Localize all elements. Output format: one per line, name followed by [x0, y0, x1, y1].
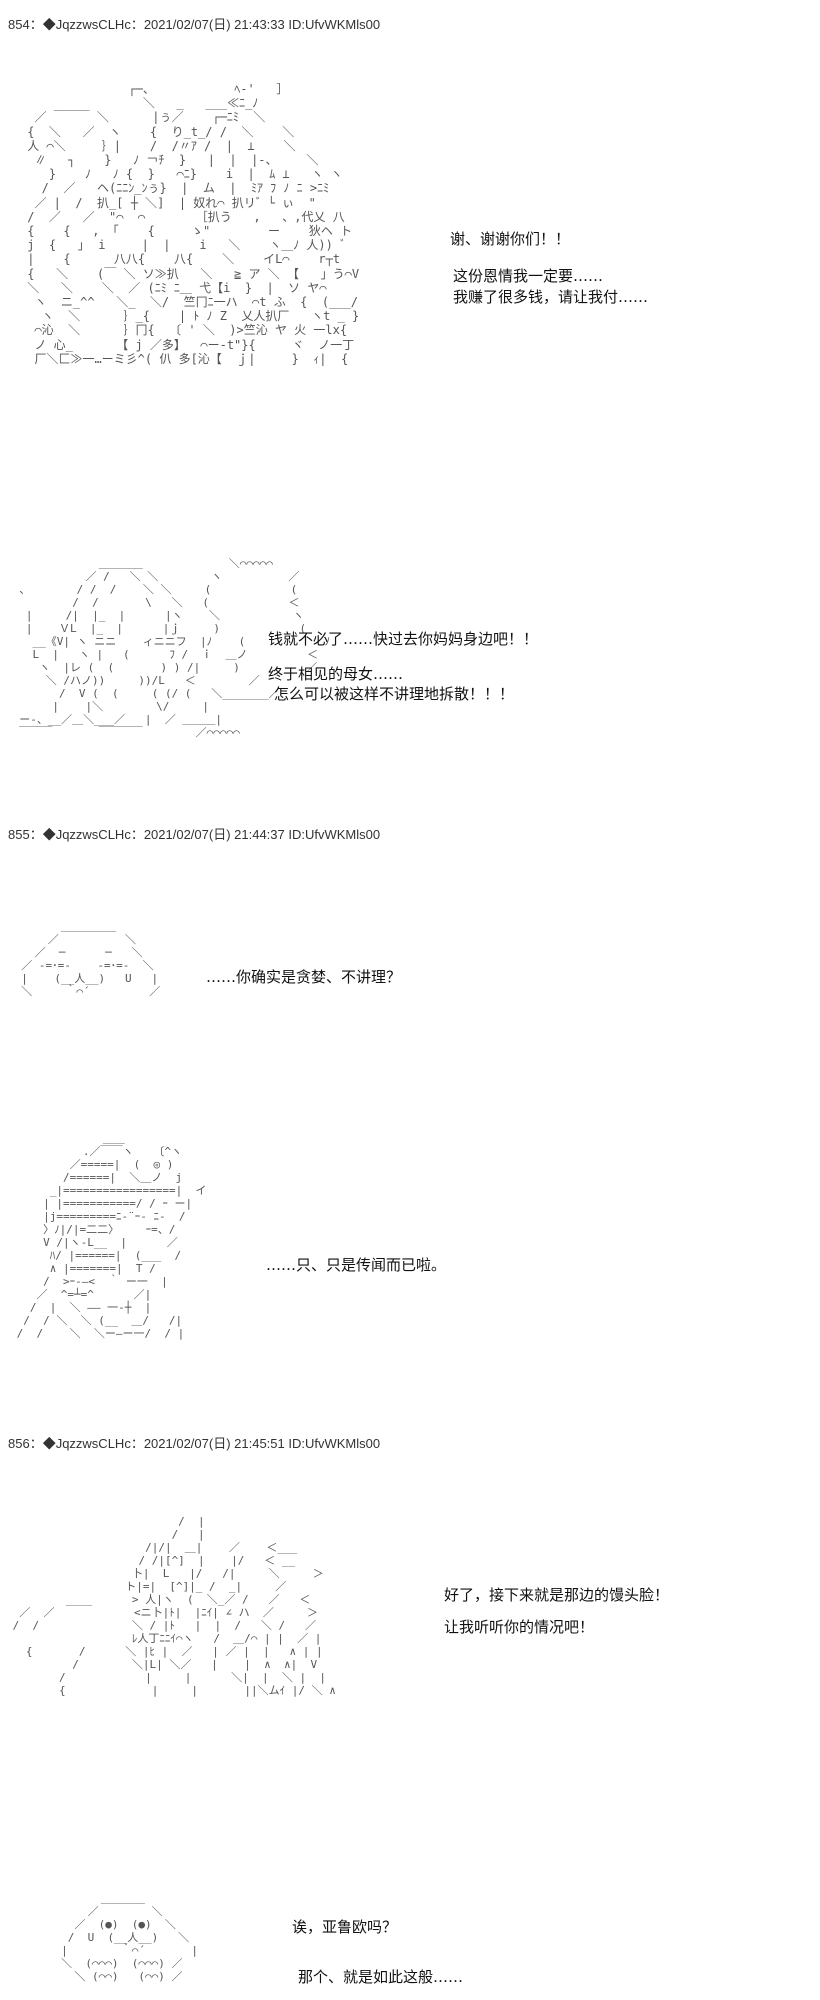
- dialogue-line: 那个、就是如此这般……: [298, 1968, 464, 1986]
- ascii-art-yaruo-face: ＿＿＿＿＿ ／ ＼ ／ ─ ─ ＼ ／ -=･=- -=･=- ＼ | (__人…: [21, 920, 161, 998]
- ascii-art-mother-daughter: ＿＿＿＿ ＼⌒⌒⌒⌒⌒ ／ / ＼ ＼ ヽ ／ 、 / / / ＼ ＼ ( ( …: [19, 557, 331, 739]
- ascii-art-dragon-figure: / | / | /|/| ＿| ／ ＜___ / /|[^] | |/ ＜ __…: [12, 1515, 336, 1697]
- dialogue-855-2: ……只、只是传闻而已啦。: [266, 1256, 447, 1274]
- dialogue-line: 我赚了很多钱，请让我付……: [453, 288, 649, 306]
- dialogue-line: 钱就不必了……快过去你妈妈身边吧！！: [268, 630, 539, 648]
- dialogue-line: 这份恩情我一定要……: [453, 267, 604, 285]
- dialogue-line: 怎么可以被这样不讲理地拆散！！！: [274, 685, 515, 703]
- dialogue-line: 诶，亚鲁欧吗？: [292, 1918, 398, 1936]
- dialogue-855-1: ……你确实是贪婪、不讲理？: [206, 968, 402, 986]
- ascii-art-yaruo-bowing: ＿＿＿＿ ／ ＼ ／ (●) (●) ＼ / U (__人__) ＼ | ｀⌒´…: [61, 1892, 198, 1983]
- dialogue-line: 让我听听你的情况吧！: [444, 1618, 595, 1636]
- dialogue-line: 终于相见的母女……: [268, 665, 404, 683]
- dialogue-line: 谢、谢谢你们！！: [450, 230, 571, 248]
- post-header-854: 854：◆JqzzwsCLHc：2021/02/07(日) 21:43:33 I…: [8, 17, 381, 32]
- dialogue-line: 好了，接下来就是那边的馒头脸！: [444, 1586, 670, 1604]
- ascii-art-cloaked-figure: ＿＿ .／￣￣ヽ 〔^ヽ ／=====| ( ◎ ) /======| ＼＿ノ …: [16, 1132, 207, 1340]
- post-header-856: 856：◆JqzzwsCLHc：2021/02/07(日) 21:45:51 I…: [8, 1436, 381, 1451]
- ascii-art-dragon-scene: ┌─、 ﾍ-' ］ ＼ _ ___≪ﾆ_ﾉ ／ ￣￣￣ ＼ |ぅ／ ┌─ﾆﾐ ＼…: [27, 82, 360, 366]
- post-header-855: 855：◆JqzzwsCLHc：2021/02/07(日) 21:44:37 I…: [8, 827, 381, 842]
